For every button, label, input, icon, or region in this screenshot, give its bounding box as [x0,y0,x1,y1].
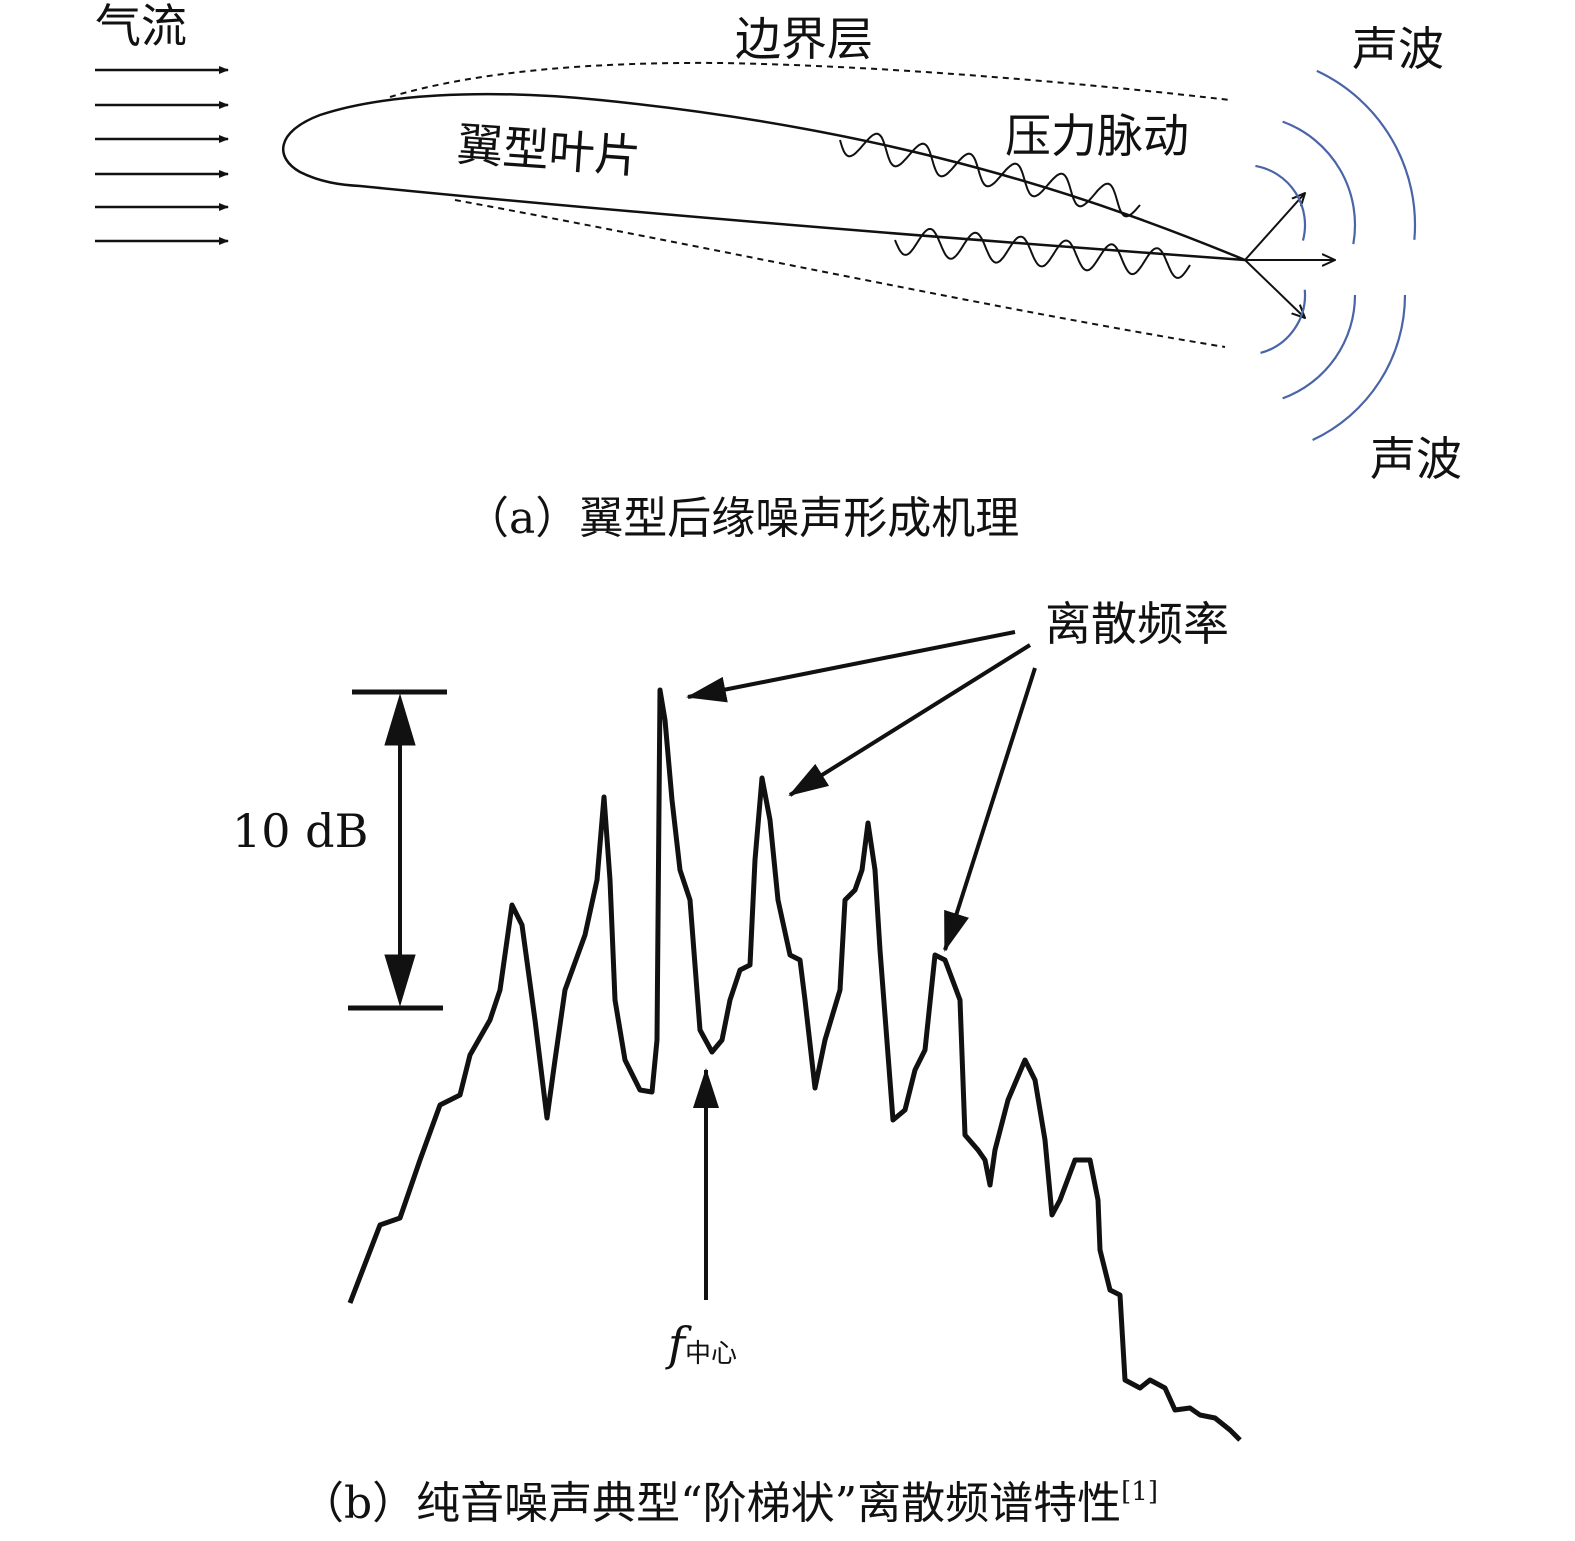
sound-wave-arc [1255,164,1307,241]
sound-wave-arc [1282,294,1357,400]
sound-wave-arc [1312,294,1407,442]
radiation-arrow [1244,259,1305,318]
pressure-fluctuation-label: 压力脉动 [1005,109,1189,163]
caption-b-reference: [1] [1121,1477,1158,1507]
caption-a: （a）翼型后缘噪声形成机理 [465,493,1019,544]
sound-wave-arc [1260,289,1307,355]
airflow-arrows [95,66,229,245]
sound-wave-bottom-label: 声波 [1370,432,1462,486]
scale-bar [348,689,447,1011]
airfoil-outline [282,92,1246,262]
scale-arrow-up-icon [384,693,416,746]
radiation-arrow [1244,193,1305,261]
spectrum-curve [347,687,1242,1442]
airflow-label: 气流 [95,0,187,53]
sound-wave-arc [1316,69,1417,240]
discrete-frequency-arrow [788,643,1032,797]
sound-wave-arc [1282,120,1357,245]
pressure-fluctuation-wave-upper [839,132,1141,218]
discrete-frequency-label: 离散频率 [1045,597,1229,651]
radiation-arrows [1244,193,1335,318]
center-frequency-label: f中心 [665,1317,737,1371]
scale-label: 10 dB [232,804,368,858]
discrete-frequency-arrow [943,667,1037,952]
discrete-frequency-arrow [686,630,1016,703]
sound-wave-top-label: 声波 [1352,22,1444,76]
center-frequency-subscript: 中心 [685,1339,737,1369]
scale-arrow-down-icon [384,954,416,1007]
sound-wave-arcs [1255,69,1417,442]
airfoil-label: 翼型叶片 [455,117,642,184]
caption-b: （b）纯音噪声典型“阶梯状”离散频谱特性[1] [300,1477,1158,1529]
boundary-layer-label: 边界层 [735,12,873,66]
pressure-fluctuation-wave-lower [894,227,1191,279]
discrete-frequency-arrows [686,630,1037,952]
caption-b-text: （b）纯音噪声典型“阶梯状”离散频谱特性 [300,1478,1121,1529]
boundary-layer-lower [454,199,1226,348]
boundary-layer-upper [389,61,1231,101]
